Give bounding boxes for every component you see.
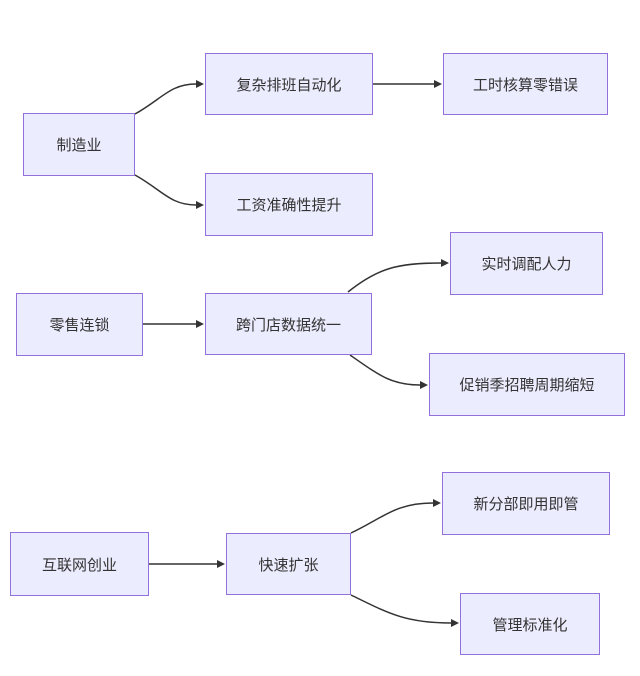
node-label: 跨门店数据统一 [235,316,341,334]
node-realtime-staffing: 实时调配人力 [450,232,603,295]
node-label: 管理标准化 [492,616,568,634]
node-label: 制造业 [56,137,102,154]
node-label: 快速扩张 [258,556,319,574]
node-cross-store-data: 跨门店数据统一 [205,293,372,355]
edge-manufacturing-to-salary-accuracy [134,174,204,209]
node-internet-startup: 互联网创业 [10,532,149,596]
node-mgmt-standardization: 管理标准化 [460,593,600,655]
node-label: 互联网创业 [41,556,117,574]
edge-rapid-expansion-to-mgmt-standardization [350,594,459,627]
node-rapid-expansion: 快速扩张 [226,533,351,595]
edge-rapid-expansion-to-new-branch [350,499,441,534]
node-promo-hiring: 促销季招聘周期缩短 [429,353,625,416]
node-label: 复杂排班自动化 [236,76,342,94]
node-salary-accuracy: 工资准确性提升 [205,173,373,236]
edge-manufacturing-to-complex-scheduling [134,80,204,115]
edge-cross-store-data-to-realtime-staffing [347,259,449,293]
node-new-branch: 新分部即用即管 [442,472,610,535]
node-label: 零售连锁 [49,317,110,334]
edge-cross-store-data-to-promo-hiring [349,354,428,389]
node-complex-scheduling: 复杂排班自动化 [205,53,373,115]
node-label: 实时调配人力 [481,256,572,273]
node-label: 促销季招聘周期缩短 [459,377,595,394]
node-label: 新分部即用即管 [473,496,579,513]
node-manufacturing: 制造业 [23,113,135,176]
node-label: 工资准确性提升 [236,197,342,214]
node-zero-error-hours: 工时核算零错误 [443,53,608,115]
node-retail-chain: 零售连锁 [16,293,143,356]
node-label: 工时核算零错误 [472,76,578,94]
